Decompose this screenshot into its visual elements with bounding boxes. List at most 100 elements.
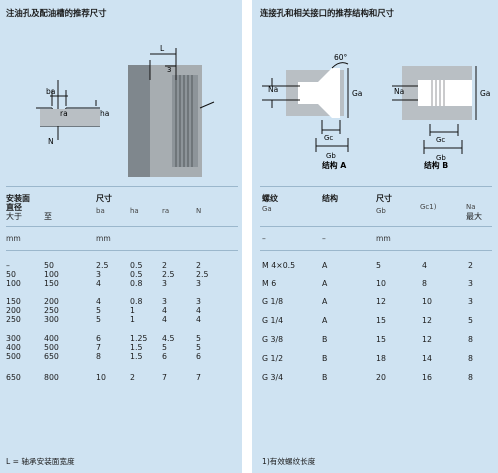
to-label: 至 (44, 212, 52, 221)
dims-header: 尺寸 (96, 194, 112, 203)
gc-b-label: Gc (436, 136, 445, 144)
left-cell: 1.5 (130, 352, 143, 361)
col-na: Na (466, 203, 476, 211)
right-cell: M 4×0.5 (262, 261, 296, 270)
col-gb: Gb (376, 207, 386, 215)
col-ba: ba (96, 207, 105, 215)
right-cell: A (322, 316, 328, 325)
left-cell: 650 (44, 352, 59, 361)
left-cell: 4.5 (162, 334, 175, 343)
thread-ga: Ga (262, 205, 272, 213)
left-cell: 100 (6, 279, 21, 288)
left-cell: 200 (6, 306, 21, 315)
gc-a-label: Gc (324, 134, 333, 142)
left-sep-body (6, 250, 238, 251)
left-cell: 500 (44, 343, 59, 352)
right-cell: 5 (468, 316, 473, 325)
na-a-label: Na (268, 85, 278, 94)
right-cell: 15 (376, 335, 386, 344)
ga-a-label: Ga (352, 89, 362, 98)
right-cell: 16 (422, 373, 432, 382)
right-cell: 3 (468, 279, 473, 288)
left-cell: 4 (96, 279, 101, 288)
left-cell: 400 (44, 334, 59, 343)
left-cell: 300 (44, 315, 59, 324)
right-cell: B (322, 354, 328, 363)
right-cell: 8 (468, 354, 473, 363)
left-cell: 5 (196, 334, 201, 343)
left-cell: 3 (196, 297, 201, 306)
left-cell: 2.5 (96, 261, 109, 270)
unit-dash-1: – (262, 234, 266, 243)
oil-groove-diagram: ba ra ha N L 3 (36, 44, 215, 177)
unit-mm-3: mm (376, 234, 391, 243)
right-sep-body (260, 250, 492, 251)
left-cell: – (6, 261, 10, 270)
left-cell: 8 (96, 352, 101, 361)
design-header: 结构 (322, 194, 338, 203)
left-cell: 500 (6, 352, 21, 361)
left-cell: 650 (6, 373, 21, 382)
thread-header: 螺纹 (262, 194, 278, 203)
right-cell: G 1/8 (262, 297, 284, 306)
left-cell: 4 (196, 306, 201, 315)
right-cell: 10 (422, 297, 432, 306)
left-cell: 7 (196, 373, 201, 382)
right-cell: M 6 (262, 279, 277, 288)
left-sep-units (6, 226, 238, 227)
left-cell: 0.5 (130, 261, 143, 270)
right-cell: B (322, 373, 328, 382)
right-cell: 10 (376, 279, 386, 288)
left-cell: 150 (6, 297, 21, 306)
right-cell: 12 (422, 316, 432, 325)
left-cell: 3 (162, 297, 167, 306)
l-label: L (160, 44, 165, 53)
gb-b-label: Gb (436, 154, 446, 162)
left-cell: 7 (96, 343, 101, 352)
right-sep-units (260, 226, 492, 227)
right-cell: B (322, 335, 328, 344)
right-cell: 15 (376, 316, 386, 325)
right-footnote: 1)有效螺纹长度 (262, 457, 316, 466)
max-label: 最大 (466, 212, 482, 221)
left-cell: 4 (96, 297, 101, 306)
gb-a-label: Gb (326, 152, 336, 160)
right-cell: 18 (376, 354, 386, 363)
left-cell: 1.25 (130, 334, 148, 343)
left-cell: 2 (196, 261, 201, 270)
right-dims-header: 尺寸 (376, 194, 392, 203)
left-cell: 2.5 (196, 270, 209, 279)
left-cell: 50 (44, 261, 54, 270)
right-cell: A (322, 261, 328, 270)
left-cell: 4 (162, 306, 167, 315)
ra-label: ra (60, 109, 68, 118)
left-cell: 2 (130, 373, 135, 382)
left-cell: 300 (6, 334, 21, 343)
right-cell: G 1/2 (262, 354, 284, 363)
left-cell: 1 (130, 315, 135, 324)
col-gc: Gc1) (420, 203, 437, 211)
left-cell: 5 (96, 306, 101, 315)
left-cell: 3 (96, 270, 101, 279)
na-b-label: Na (394, 87, 404, 96)
left-cell: 4 (196, 315, 201, 324)
col-ra: ra (162, 207, 170, 215)
left-cell: 5 (162, 343, 167, 352)
right-cell: 3 (468, 297, 473, 306)
right-cell: A (322, 279, 328, 288)
left-cell: 150 (44, 279, 59, 288)
left-cell: 0.8 (130, 297, 143, 306)
left-cell: 1.5 (130, 343, 143, 352)
unit-dash-2: – (322, 234, 326, 243)
angle-label: 60° (334, 53, 348, 62)
col-n: N (196, 207, 202, 215)
left-cell: 10 (96, 373, 106, 382)
over-label: 大于 (6, 212, 22, 221)
left-cell: 2 (162, 261, 167, 270)
right-cell: G 1/4 (262, 316, 284, 325)
right-cell: 12 (376, 297, 386, 306)
left-cell: 100 (44, 270, 59, 279)
right-cell: 8 (468, 335, 473, 344)
left-cell: 5 (96, 315, 101, 324)
